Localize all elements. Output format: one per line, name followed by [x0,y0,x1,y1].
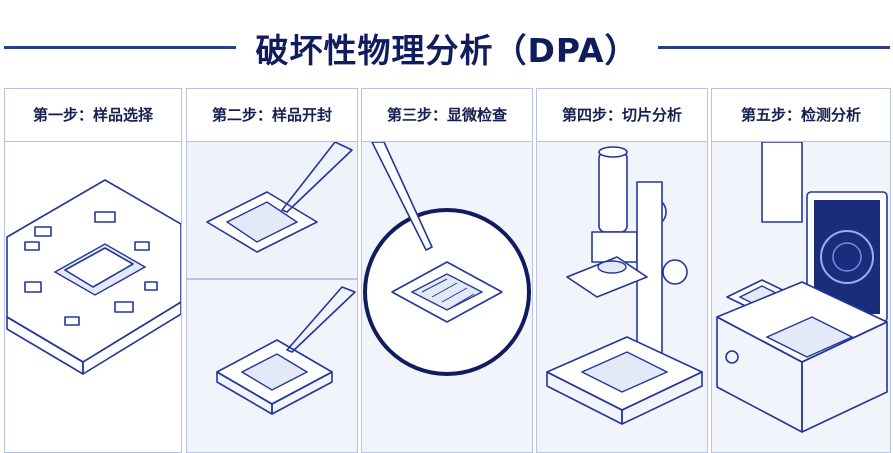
title-row: 破坏性物理分析（DPA） [0,22,893,74]
pcb-illustration [5,142,181,452]
title-divider-right [658,46,890,49]
inspection-equipment-illustration [712,142,890,452]
step-panel-1: 第一步：样品选择 [4,88,182,453]
step-title: 第三步：显微检查 [362,89,532,142]
cross-section-microscope-illustration [537,142,707,452]
step-panel-4: 第四步：切片分析 [536,88,708,453]
page-title: 破坏性物理分析（DPA） [255,31,639,70]
step-title: 第二步：样品开封 [187,89,357,142]
step-panel-2: 第二步：样品开封 [186,88,358,453]
step-panel-3: 第三步：显微检查 [361,88,533,453]
step-title: 第四步：切片分析 [537,89,707,142]
step-title: 第五步：检测分析 [712,89,890,142]
step-panel-5: 第五步：检测分析 [711,88,891,453]
title-divider-left [4,46,236,49]
microscopy-illustration [362,142,532,452]
step-title: 第一步：样品选择 [5,89,181,142]
decapsulation-illustration [187,142,357,452]
